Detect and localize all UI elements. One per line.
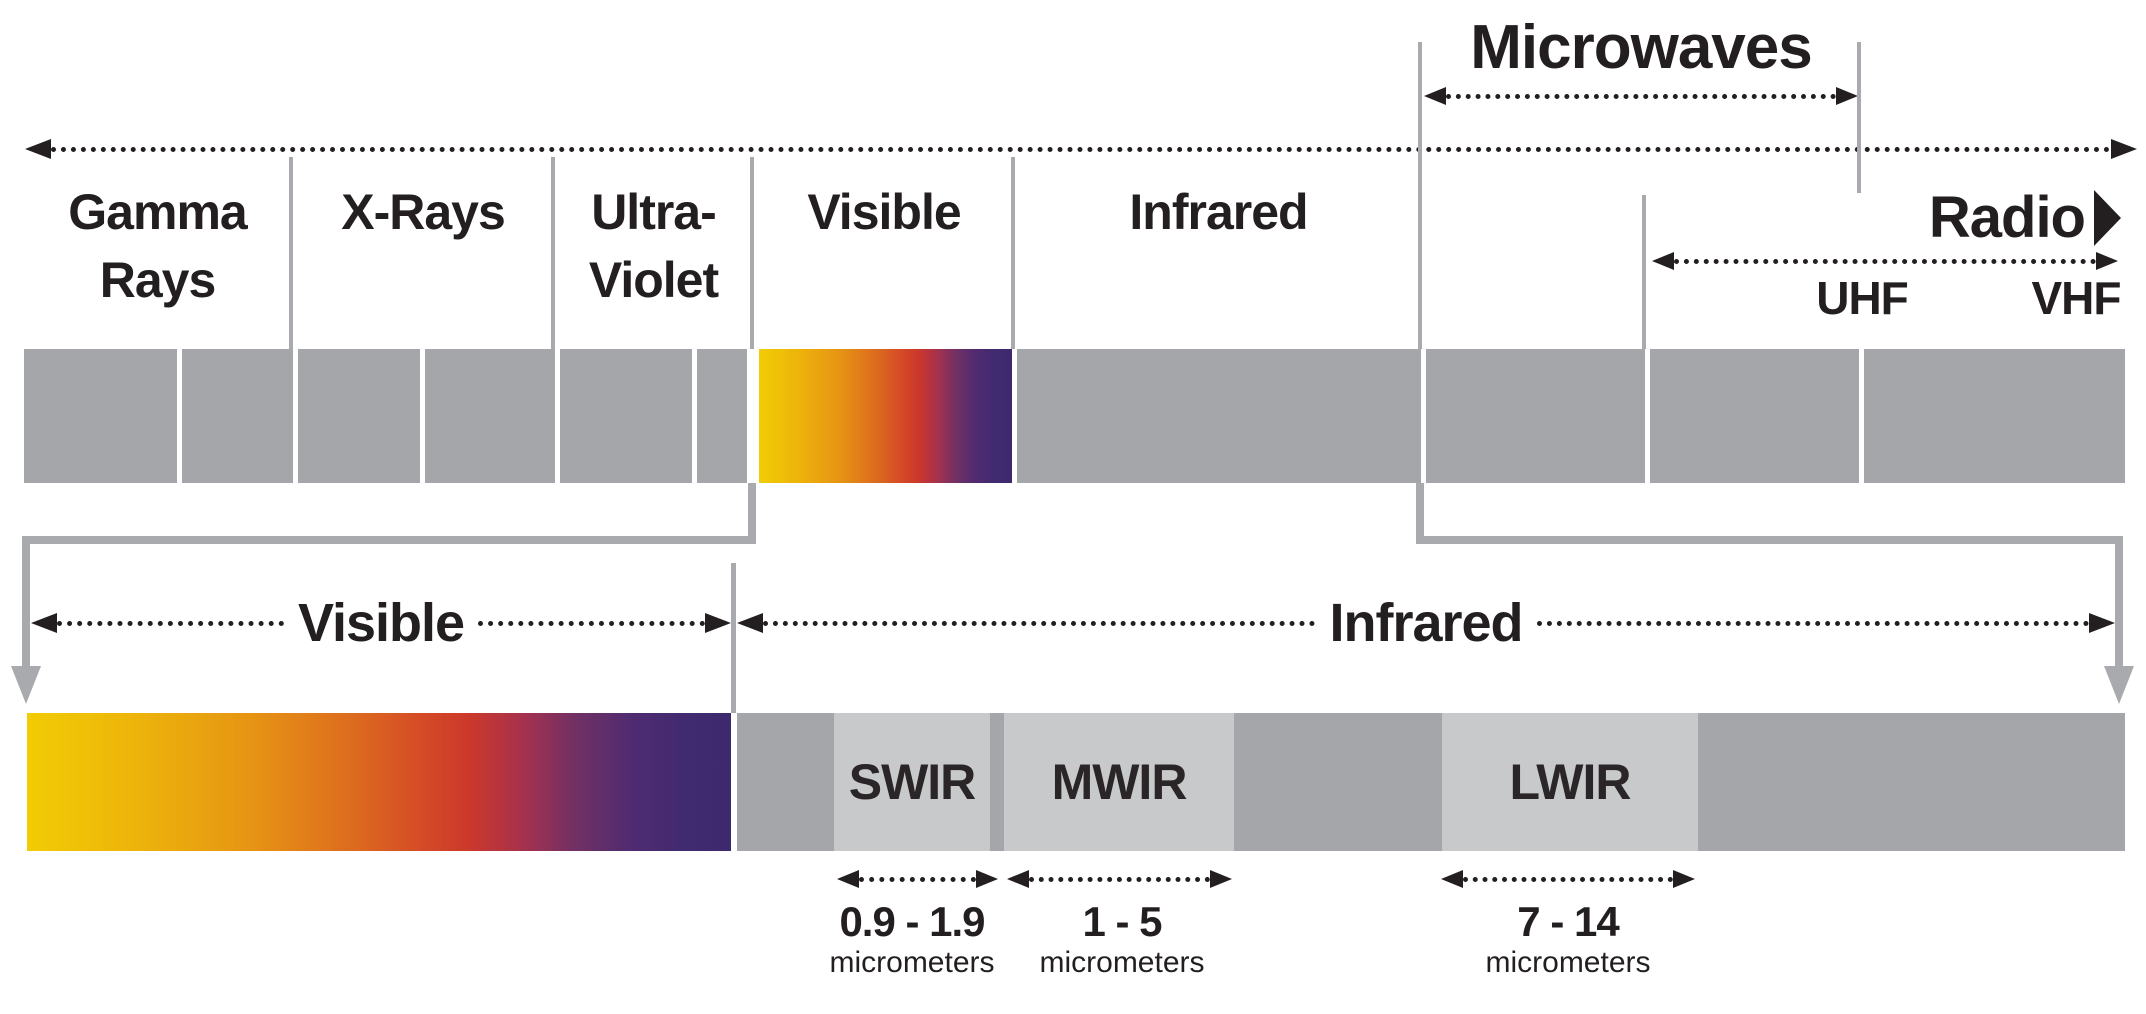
visible-detail-arrow: Visible (31, 593, 732, 653)
top-bar-segment (1017, 349, 1421, 483)
vhf-label: VHF (2031, 272, 2122, 324)
top-bar-segment (182, 349, 293, 483)
arrow-right-icon (2096, 252, 2118, 270)
top-spectrum-bar (0, 349, 2146, 483)
arrow-right-icon (2089, 613, 2115, 633)
top-bar-segment (1650, 349, 1859, 483)
radio-label: Radio (1928, 185, 2086, 250)
infrared-detail-arrow: Infrared (737, 593, 2115, 653)
swir-range-value: 0.9 - 1.9 (839, 898, 985, 945)
divider-line (731, 563, 736, 713)
uhf-label: UHF (1816, 272, 1909, 324)
swir-range-unit: micrometers (829, 946, 995, 979)
top-bar-segment (1864, 349, 2125, 483)
top-bar-segment (24, 349, 177, 483)
arrow-left-icon (1652, 252, 1674, 270)
infrared-detail-bar: SWIR MWIR LWIR (737, 713, 2125, 851)
divider-line (1642, 195, 1646, 349)
dotted-line (1674, 258, 2096, 264)
band-label-ultraviolet: Ultra- Violet (557, 178, 750, 314)
arrow-left-icon (25, 139, 51, 159)
band-label-line: Violet (588, 252, 719, 308)
connector-line (1416, 483, 1424, 541)
radio-range-arrow (1652, 251, 2118, 271)
connector-line (748, 483, 756, 541)
radio-arrow-icon (2094, 190, 2121, 246)
dotted-line (859, 876, 976, 882)
infrared-detail-label: Infrared (1329, 593, 1523, 653)
dotted-line (763, 620, 1316, 626)
connector-line (1416, 536, 2123, 544)
swir-segment: SWIR (834, 713, 990, 851)
dotted-line (1463, 876, 1673, 882)
top-bar-segment (697, 349, 747, 483)
arrow-left-icon (1441, 870, 1463, 888)
mwir-range-value: 1 - 5 (1082, 898, 1162, 945)
arrow-right-icon (2111, 139, 2137, 159)
divider-line (1011, 157, 1015, 349)
top-bar-segment (425, 349, 555, 483)
top-bar-segment (560, 349, 692, 483)
band-label-xrays: X-Rays (341, 184, 506, 240)
arrow-right-icon (1673, 870, 1695, 888)
dotted-line (1536, 620, 2089, 626)
lwir-label: LWIR (1509, 754, 1632, 810)
connector-line (22, 536, 30, 668)
arrow-right-icon (1210, 870, 1232, 888)
dotted-line (51, 146, 2111, 152)
top-bar-segment (298, 349, 420, 483)
swir-range-arrow (837, 870, 998, 888)
divider-line (1418, 42, 1422, 349)
divider-line (551, 157, 555, 349)
dotted-line (478, 620, 706, 626)
band-label-gamma-rays: Gamma Rays (24, 178, 291, 314)
arrow-right-icon (1836, 87, 1858, 105)
lwir-segment: LWIR (1442, 713, 1698, 851)
dotted-line (57, 620, 284, 626)
arrow-right-icon (976, 870, 998, 888)
microwaves-range-arrow (1424, 86, 1858, 106)
visible-gradient-bar (27, 713, 731, 851)
arrow-left-icon (1007, 870, 1029, 888)
down-arrow-icon (2104, 666, 2134, 704)
dotted-line (1029, 876, 1210, 882)
visible-detail-label: Visible (297, 593, 465, 653)
lwir-range-arrow (1441, 870, 1695, 888)
band-label-line: Ultra- (591, 184, 717, 240)
band-label-line: Rays (99, 252, 217, 308)
swir-label: SWIR (848, 754, 977, 810)
down-arrow-icon (11, 666, 41, 704)
arrow-left-icon (1424, 87, 1446, 105)
microwaves-label: Microwaves (1470, 13, 1813, 82)
connector-line (2115, 536, 2123, 668)
arrow-left-icon (737, 613, 763, 633)
lwir-range-unit: micrometers (1485, 946, 1651, 979)
divider-line (1857, 42, 1861, 193)
arrow-left-icon (837, 870, 859, 888)
full-spectrum-arrow (25, 139, 2137, 159)
dotted-line (1446, 93, 1836, 99)
arrow-right-icon (705, 613, 732, 633)
mwir-range-arrow (1007, 870, 1232, 888)
visible-gradient-segment (759, 349, 1012, 483)
lwir-range-value: 7 - 14 (1517, 898, 1619, 945)
band-label-visible: Visible (807, 184, 961, 240)
band-label-line: Gamma (68, 184, 247, 240)
divider-line (750, 157, 754, 349)
top-bar-segment (1426, 349, 1645, 483)
connector-line (22, 536, 756, 544)
arrow-left-icon (31, 613, 57, 633)
mwir-segment: MWIR (1004, 713, 1234, 851)
mwir-range-unit: micrometers (1039, 946, 1205, 979)
band-label-infrared: Infrared (1129, 184, 1308, 240)
mwir-label: MWIR (1051, 754, 1188, 810)
divider-line (289, 157, 293, 349)
